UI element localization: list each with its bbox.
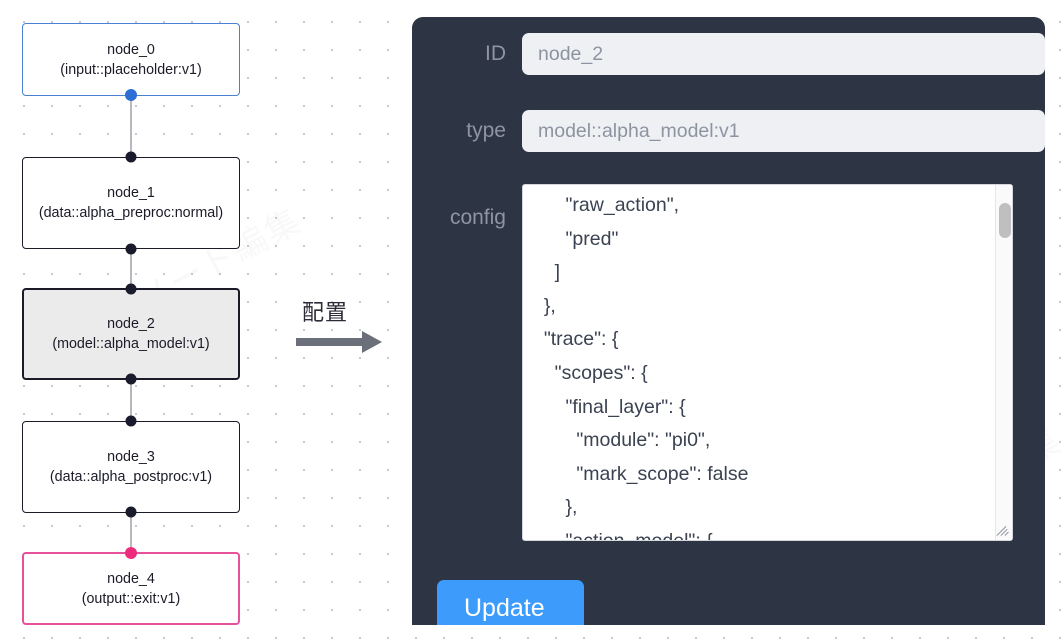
flow-arrow-annotation: 配置 (296, 295, 396, 353)
edge-node1-node2 (130, 244, 132, 294)
edge-node3-node4 (130, 508, 132, 558)
port-node_1-in[interactable] (125, 151, 137, 163)
id-field-label: ID (485, 42, 506, 65)
config-editor-wrap: "raw_action", "pred" ] }, "trace": { "sc… (522, 184, 1013, 541)
config-scrollbar[interactable] (995, 185, 1012, 540)
graph-node-node_2[interactable]: node_2 (model::alpha_model:v1) (22, 288, 240, 380)
graph-node-node_1[interactable]: node_1 (data::alpha_preproc:normal) (22, 157, 240, 249)
graph-node-node_3[interactable]: node_3 (data::alpha_postproc:v1) (22, 421, 240, 513)
graph-node-label: node_1 (data::alpha_preproc:normal) (38, 185, 224, 221)
graph-node-label: node_4 (output::exit:v1) (81, 570, 181, 607)
config-field-label: config (449, 206, 506, 229)
port-node_2-in[interactable] (125, 283, 137, 295)
field-row-id: ID (412, 33, 1045, 75)
port-node_3-in[interactable] (125, 415, 137, 427)
port-node_2-out[interactable] (125, 373, 137, 385)
graph-node-node_4[interactable]: node_4 (output::exit:v1) (22, 552, 240, 625)
type-field-label: type (466, 119, 506, 142)
config-scrollbar-thumb[interactable] (999, 203, 1011, 238)
port-node_3-out[interactable] (125, 506, 137, 518)
graph-node-label: node_0 (input::placeholder:v1) (60, 41, 202, 78)
id-input[interactable] (522, 33, 1045, 75)
port-node_0-out[interactable] (125, 89, 137, 101)
config-textarea[interactable]: "raw_action", "pred" ] }, "trace": { "sc… (522, 184, 1013, 541)
arrow-head (362, 331, 382, 353)
update-button[interactable]: Update (437, 580, 584, 625)
graph-node-node_0[interactable]: node_0 (input::placeholder:v1) (22, 23, 240, 96)
field-row-config: config "raw_action", "pred" ] }, "trace"… (412, 184, 1045, 541)
flow-arrow-label: 配置 (302, 300, 349, 325)
edge-node0-node1 (130, 90, 132, 162)
right-arrow-icon (296, 331, 396, 353)
graph-node-label: node_2 (model::alpha_model:v1) (52, 316, 210, 352)
type-input[interactable] (522, 110, 1045, 152)
port-node_1-out[interactable] (125, 243, 137, 255)
port-node_4-in[interactable] (125, 547, 137, 559)
graph-node-label: node_3 (data::alpha_postproc:v1) (49, 449, 213, 485)
arrow-shaft (296, 338, 366, 346)
node-inspector-panel: ID type config "raw_action", "pred" ] },… (412, 17, 1045, 625)
field-row-type: type (412, 110, 1045, 152)
edge-node2-node3 (130, 375, 132, 427)
